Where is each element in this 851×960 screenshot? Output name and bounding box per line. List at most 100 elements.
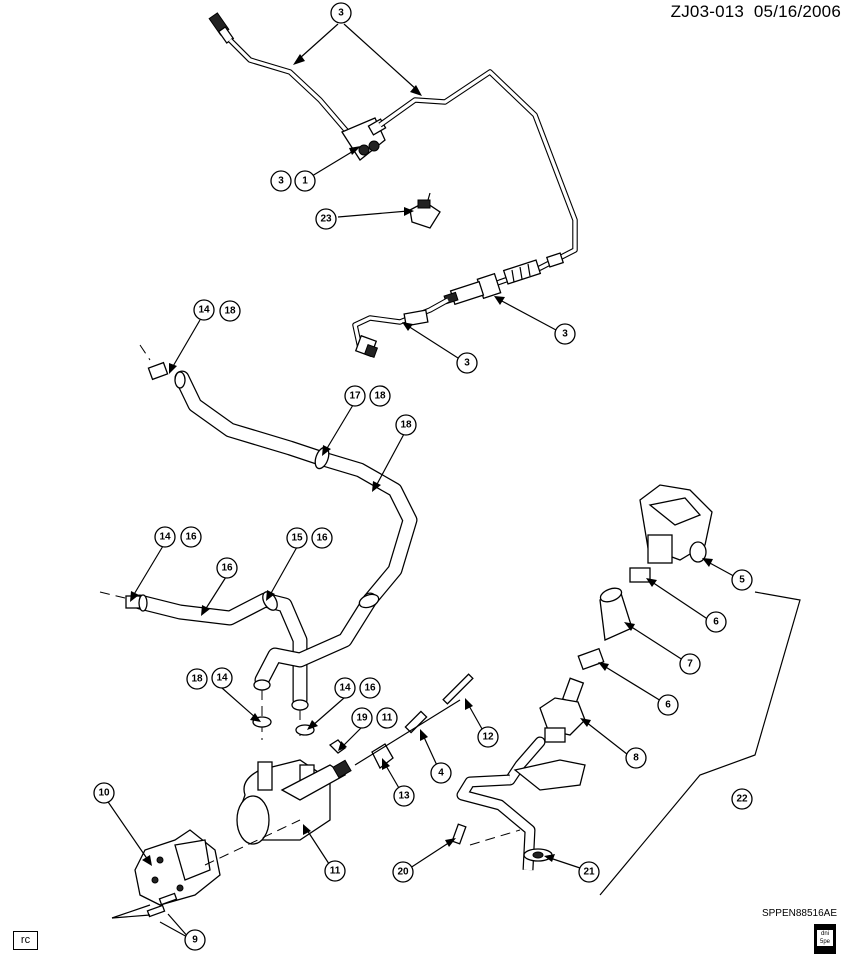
callout-11-lower: 11 (324, 860, 346, 882)
callout-6-lower: 6 (657, 694, 679, 716)
callout-4: 4 (430, 762, 452, 784)
pipe-bolt (451, 823, 467, 845)
callout-3-top: 3 (330, 2, 352, 24)
svg-text:18: 18 (400, 420, 412, 431)
svg-text:16: 16 (364, 683, 376, 694)
callout-22: 22 (731, 788, 753, 810)
harness-connector-bottom (354, 309, 429, 359)
svg-text:3: 3 (338, 8, 344, 19)
callout-3-lower: 3 (456, 352, 478, 374)
pump-clip (328, 739, 346, 754)
svg-text:11: 11 (382, 713, 393, 724)
drawing-date: 05/16/2006 (753, 2, 841, 21)
drawing-header: ZJ03-013 05/16/2006 (671, 2, 841, 22)
callout-5: 5 (731, 569, 753, 591)
callout-15: 15 (286, 527, 308, 549)
svg-text:9: 9 (192, 935, 198, 946)
pump-bolt (442, 673, 474, 705)
air-injection-valve-assembly (451, 484, 801, 896)
harness-connector-top (208, 12, 235, 44)
callout-3-right: 3 (554, 323, 576, 345)
svg-text:6: 6 (665, 700, 671, 711)
reference-code: SPPEN88516AE (761, 908, 837, 919)
callout-23: 23 (315, 208, 337, 230)
logo-text: dni 5pe (817, 930, 833, 946)
callout-14-lower-left: 14 (211, 667, 233, 689)
callout-16-right: 16 (311, 527, 333, 549)
callout-18-mid: 18 (369, 385, 391, 407)
hose-end-left (253, 679, 271, 691)
svg-text:17: 17 (349, 391, 361, 402)
callout-17: 17 (344, 385, 366, 407)
callout-7: 7 (679, 653, 701, 675)
air-pump-assembly (134, 673, 474, 918)
hose-clamp-left (125, 594, 148, 612)
svg-text:3: 3 (562, 329, 568, 340)
svg-text:16: 16 (185, 532, 197, 543)
svg-text:13: 13 (398, 791, 410, 802)
callout-16-left: 16 (180, 526, 202, 548)
drawing-id: ZJ03-013 (670, 2, 745, 21)
svg-text:3: 3 (278, 176, 284, 187)
callout-18-lower: 18 (186, 668, 208, 690)
svg-text:15: 15 (291, 533, 303, 544)
svg-text:12: 12 (482, 732, 494, 743)
callout-16-lower: 16 (359, 677, 381, 699)
inline-connector (443, 252, 565, 306)
callout-9: 9 (184, 929, 206, 951)
hose-clamp-15 (262, 591, 278, 611)
valve-clamp-lower (577, 647, 605, 671)
air-hose-assembly (99, 344, 418, 740)
callout-18-hose: 18 (395, 414, 417, 436)
wire-clip-23 (409, 192, 441, 229)
callout-19: 19 (351, 707, 373, 729)
svg-text:1: 1 (302, 176, 308, 187)
svg-text:20: 20 (397, 867, 409, 878)
svg-text:14: 14 (198, 305, 210, 316)
svg-text:7: 7 (687, 659, 693, 670)
callout-13: 13 (393, 785, 415, 807)
svg-text:4: 4 (438, 768, 444, 779)
callout-10: 10 (93, 782, 115, 804)
corner-tag: rc (13, 931, 38, 950)
callout-6-upper: 6 (705, 611, 727, 633)
pump-grommet (371, 743, 394, 769)
callout-8: 8 (625, 747, 647, 769)
pressure-valve (539, 677, 586, 743)
svg-text:6: 6 (713, 617, 719, 628)
callout-21: 21 (578, 861, 600, 883)
leader-lines (103, 23, 742, 939)
svg-text:3: 3 (464, 358, 470, 369)
callout-14-top: 14 (193, 299, 215, 321)
bracket-bolts (146, 892, 178, 918)
valve-clamp-upper (629, 567, 651, 583)
svg-text:19: 19 (356, 713, 368, 724)
callout-12: 12 (477, 726, 499, 748)
svg-text:21: 21 (583, 867, 595, 878)
svg-text:18: 18 (224, 306, 236, 317)
svg-text:11: 11 (330, 866, 341, 877)
svg-text:14: 14 (159, 532, 171, 543)
oxygen-sensor-harness (208, 12, 578, 359)
callout-16-hose: 16 (216, 557, 238, 579)
hose-clamp-top (147, 361, 186, 389)
svg-text:5: 5 (739, 575, 745, 586)
hose-end-right (291, 699, 309, 711)
svg-text:14: 14 (339, 683, 351, 694)
hose-clamp-right (358, 593, 380, 609)
publisher-logo: dni 5pe (814, 924, 836, 954)
svg-text:18: 18 (374, 391, 386, 402)
callout-3-left: 3 (270, 170, 292, 192)
svg-text:14: 14 (216, 673, 228, 684)
callout-20: 20 (392, 861, 414, 883)
callout-18-top: 18 (219, 300, 241, 322)
callout-11-upper: 11 (376, 707, 398, 729)
pump-connector (332, 759, 352, 779)
svg-text:23: 23 (320, 214, 332, 225)
callout-14-lower-right: 14 (334, 677, 356, 699)
svg-text:16: 16 (316, 533, 328, 544)
callout-14-left: 14 (154, 526, 176, 548)
svg-text:22: 22 (736, 794, 748, 805)
